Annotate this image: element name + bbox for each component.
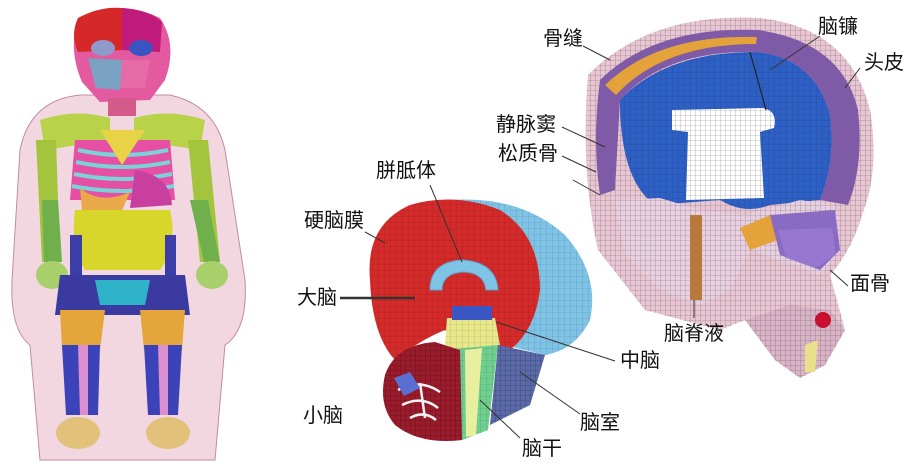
child-body-model xyxy=(12,8,246,460)
label-midbrain: 中脑 xyxy=(620,350,660,370)
label-brainstem: 脑干 xyxy=(522,438,562,458)
brain-model xyxy=(370,199,593,441)
label-cerebellum: 小脑 xyxy=(303,405,343,425)
label-cancellous-bone: 松质骨 xyxy=(498,143,558,163)
label-dura: 硬脑膜 xyxy=(304,210,364,230)
label-suture: 骨缝 xyxy=(543,28,583,48)
head-section-model xyxy=(586,17,874,378)
label-scalp: 头皮 xyxy=(864,52,904,72)
label-ventricle: 脑室 xyxy=(580,412,620,432)
label-csf: 脑脊液 xyxy=(664,323,724,343)
label-facial-bone: 面骨 xyxy=(850,273,890,293)
label-corpus-callosum: 胼胝体 xyxy=(376,160,436,180)
label-cerebrum: 大脑 xyxy=(297,287,337,307)
label-venous-sinus: 静脉窦 xyxy=(496,114,556,134)
label-falx: 脑镰 xyxy=(818,16,858,36)
